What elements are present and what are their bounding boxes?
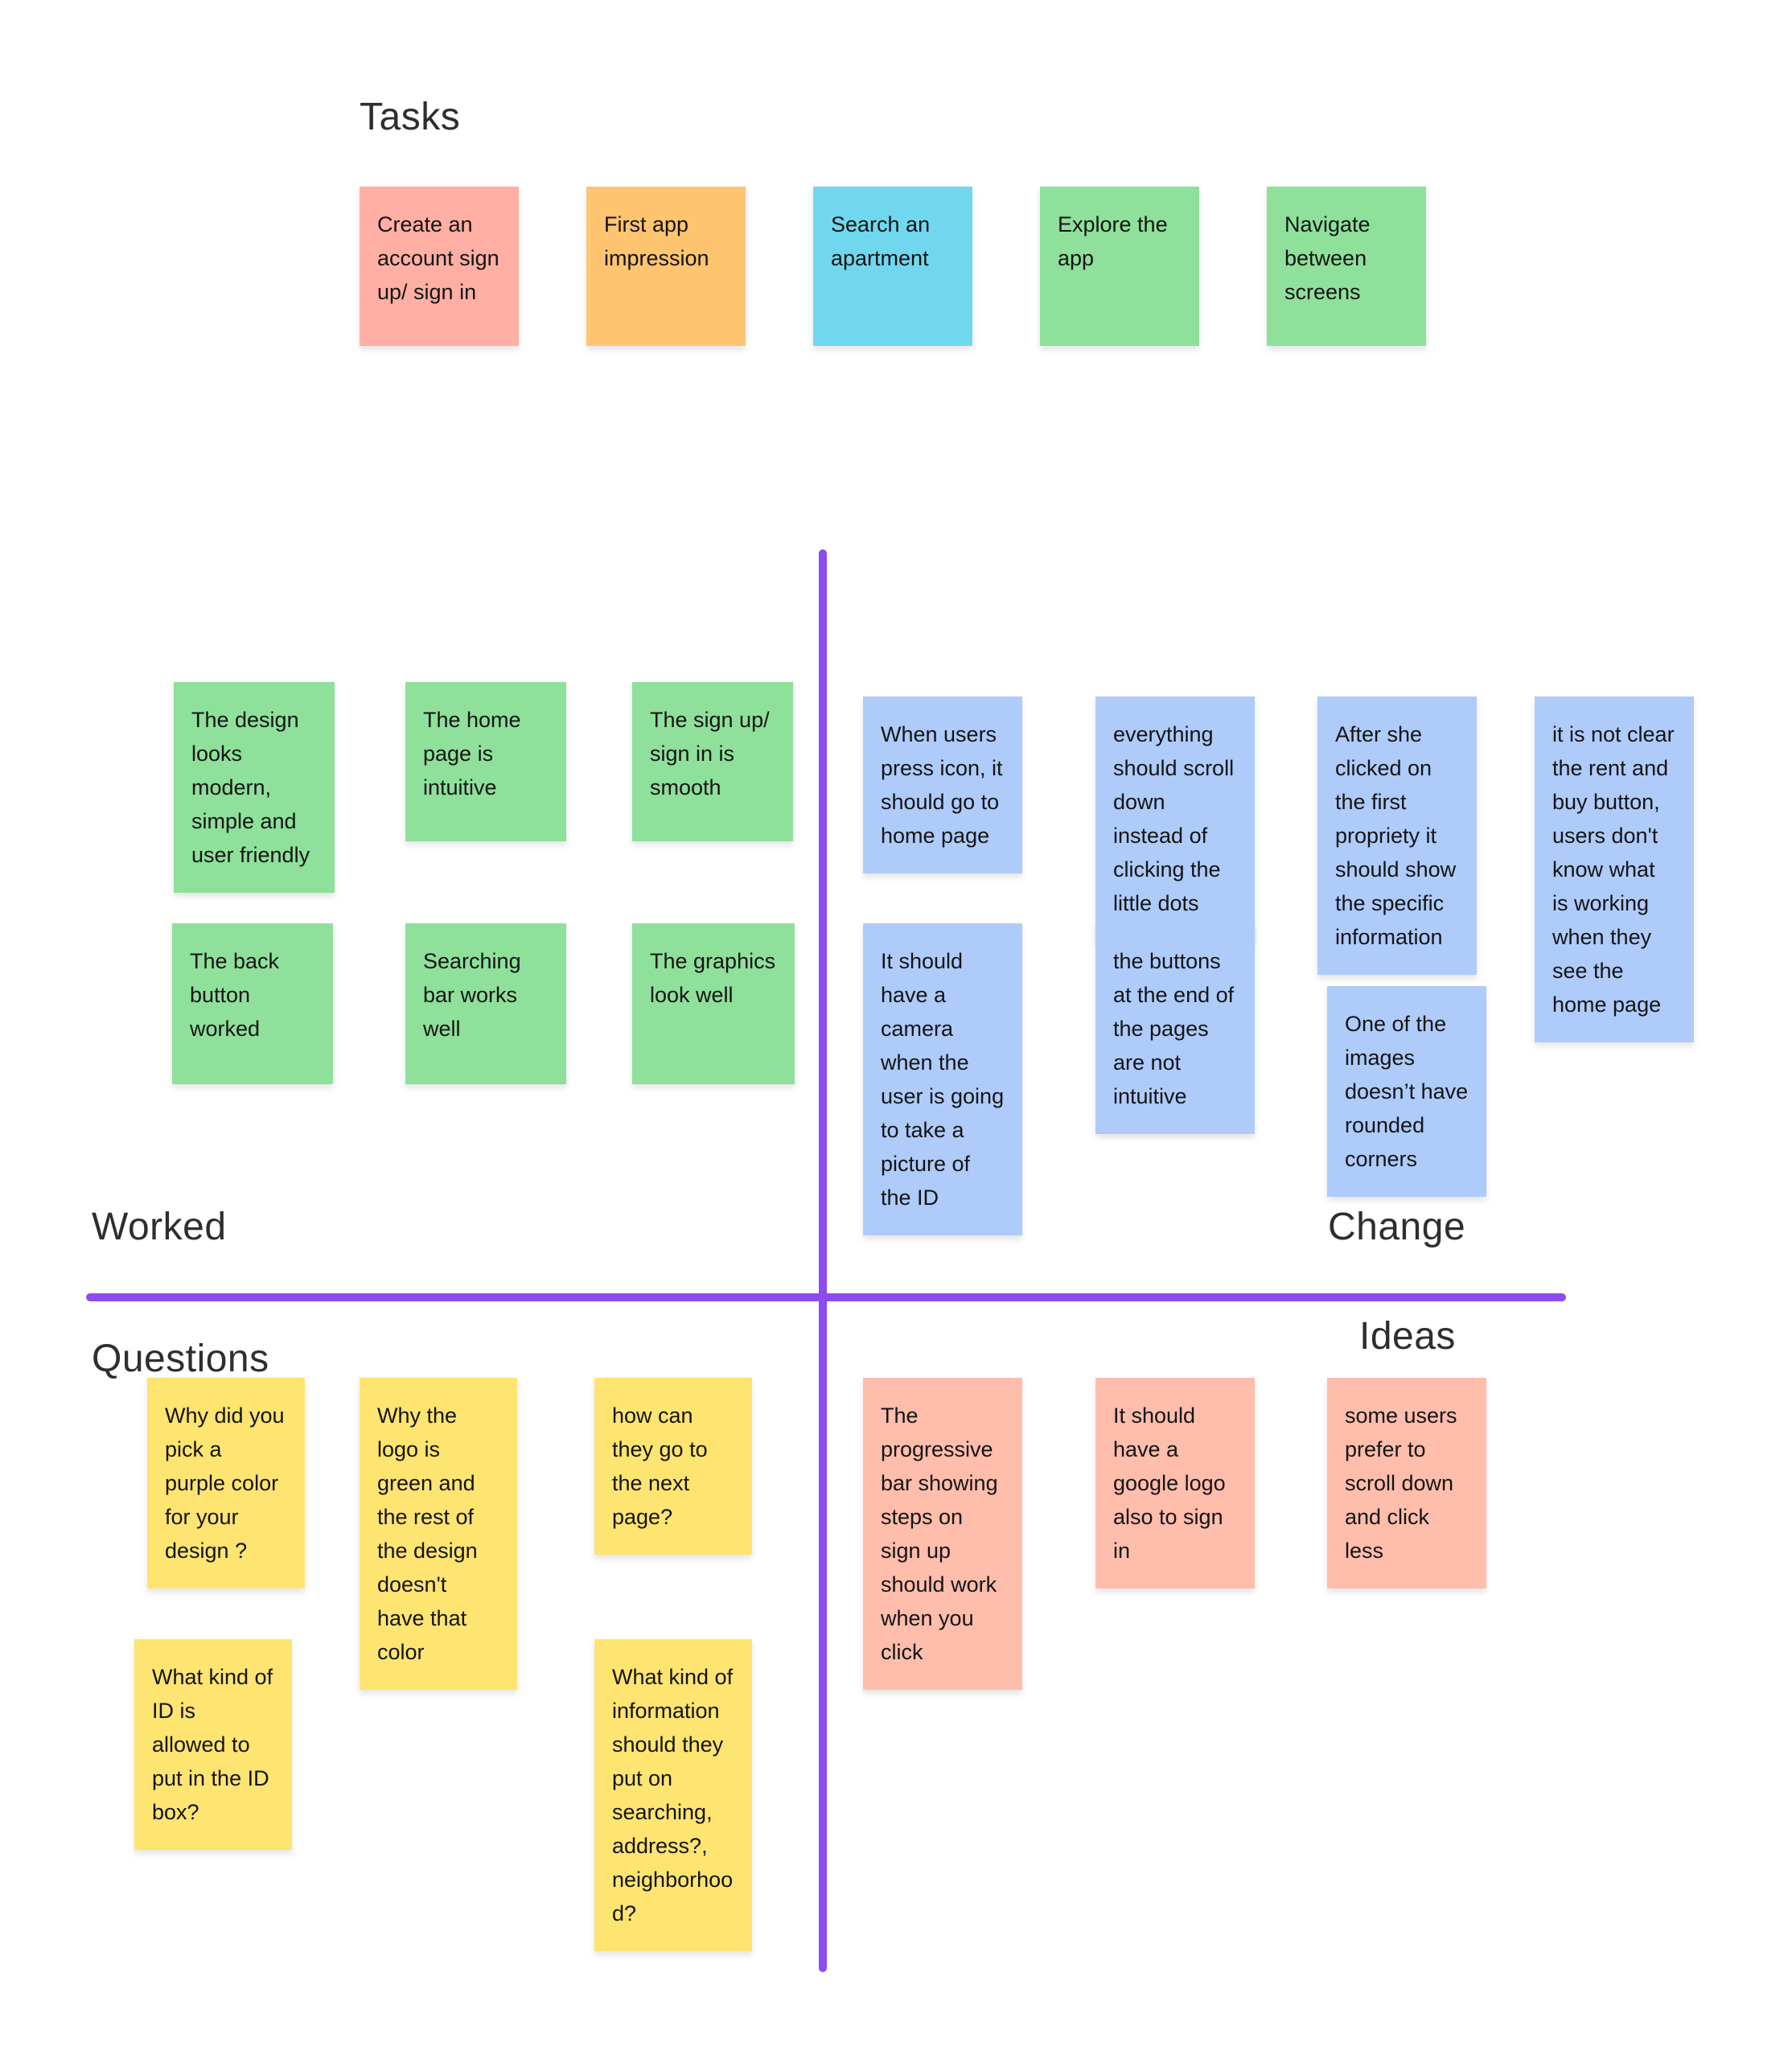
sticky-note-change-6[interactable]: the buttons at the end of the pages are …: [1095, 923, 1255, 1134]
sticky-note-text: Search an apartment: [831, 212, 931, 270]
sticky-note-text: One of the images doesn’t have rounded c…: [1345, 1012, 1469, 1171]
sticky-note-worked-4[interactable]: The back button worked: [172, 923, 333, 1084]
sticky-note-worked-6[interactable]: The graphics look well: [632, 923, 795, 1084]
sticky-note-text: Why the logo is green and the rest of th…: [377, 1403, 478, 1664]
sticky-note-worked-3[interactable]: The sign up/ sign in is smooth: [632, 682, 793, 841]
sticky-note-change-7[interactable]: One of the images doesn’t have rounded c…: [1327, 986, 1486, 1197]
sticky-note-text: It should have a camera when the user is…: [881, 949, 1005, 1210]
sticky-note-change-3[interactable]: After she clicked on the first propriety…: [1317, 697, 1477, 975]
sticky-note-text: Create an account sign up/ sign in: [377, 212, 499, 304]
sticky-note-text: What kind of information should they put…: [612, 1665, 734, 1925]
sticky-note-idea-3[interactable]: some users prefer to scroll down and cli…: [1327, 1378, 1486, 1588]
sticky-note-idea-2[interactable]: It should have a google logo also to sig…: [1095, 1378, 1255, 1588]
sticky-note-text: After she clicked on the first propriety…: [1335, 722, 1457, 949]
sticky-note-text: Navigate between screens: [1284, 212, 1371, 304]
sticky-note-worked-1[interactable]: The design looks modern, simple and user…: [174, 682, 335, 893]
sticky-note-question-5[interactable]: What kind of information should they put…: [594, 1639, 752, 1951]
change-quadrant-label: Change: [1328, 1206, 1466, 1248]
sticky-note-text: everything should scroll down instead of…: [1113, 722, 1235, 915]
questions-quadrant-label: Questions: [92, 1338, 269, 1380]
sticky-note-question-4[interactable]: What kind of ID is allowed to put in the…: [134, 1639, 292, 1850]
quadrant-horizontal-axis-line: [86, 1293, 1566, 1301]
sticky-note-text: how can they go to the next page?: [612, 1403, 708, 1529]
sticky-note-text: The back button worked: [190, 949, 280, 1041]
sticky-note-text: some users prefer to scroll down and cli…: [1345, 1403, 1457, 1563]
sticky-note-text: The progressive bar showing steps on sig…: [881, 1403, 998, 1664]
sticky-note-text: When users press icon, it should go to h…: [881, 722, 1003, 848]
sticky-note-text: The design looks modern, simple and user…: [191, 708, 310, 867]
sticky-note-change-5[interactable]: It should have a camera when the user is…: [863, 923, 1022, 1235]
sticky-note-question-3[interactable]: how can they go to the next page?: [594, 1378, 752, 1555]
sticky-note-idea-1[interactable]: The progressive bar showing steps on sig…: [863, 1378, 1022, 1690]
sticky-note-text: The home page is intuitive: [423, 708, 521, 799]
sticky-note-question-2[interactable]: Why the logo is green and the rest of th…: [360, 1378, 517, 1690]
worked-quadrant-label: Worked: [92, 1206, 227, 1248]
sticky-note-task-3[interactable]: Search an apartment: [813, 187, 972, 346]
sticky-note-text: Explore the app: [1058, 212, 1168, 270]
sticky-note-task-1[interactable]: Create an account sign up/ sign in: [360, 187, 519, 346]
quadrant-vertical-axis-line: [819, 549, 827, 1972]
sticky-note-worked-5[interactable]: Searching bar works well: [405, 923, 566, 1084]
sticky-note-text: The sign up/ sign in is smooth: [650, 708, 770, 799]
sticky-note-change-1[interactable]: When users press icon, it should go to h…: [863, 697, 1022, 873]
sticky-note-worked-2[interactable]: The home page is intuitive: [405, 682, 566, 841]
sticky-note-change-2[interactable]: everything should scroll down instead of…: [1095, 697, 1255, 941]
sticky-note-text: the buttons at the end of the pages are …: [1113, 949, 1235, 1108]
ideas-quadrant-label: Ideas: [1359, 1315, 1456, 1358]
sticky-note-change-4[interactable]: it is not clear the rent and buy button,…: [1535, 697, 1694, 1042]
sticky-note-text: Searching bar works well: [423, 949, 521, 1041]
sticky-note-task-4[interactable]: Explore the app: [1040, 187, 1199, 346]
sticky-note-text: it is not clear the rent and buy button,…: [1552, 722, 1675, 1017]
sticky-note-text: First app impression: [604, 212, 709, 270]
sticky-note-text: The graphics look well: [650, 949, 776, 1007]
sticky-note-text: It should have a google logo also to sig…: [1113, 1403, 1226, 1563]
tasks-section-title: Tasks: [360, 96, 461, 138]
sticky-note-task-2[interactable]: First app impression: [586, 187, 746, 346]
sticky-note-text: What kind of ID is allowed to put in the…: [152, 1665, 273, 1824]
sticky-note-task-5[interactable]: Navigate between screens: [1267, 187, 1426, 346]
sticky-note-text: Why did you pick a purple color for your…: [165, 1403, 285, 1563]
sticky-note-question-1[interactable]: Why did you pick a purple color for your…: [147, 1378, 305, 1588]
